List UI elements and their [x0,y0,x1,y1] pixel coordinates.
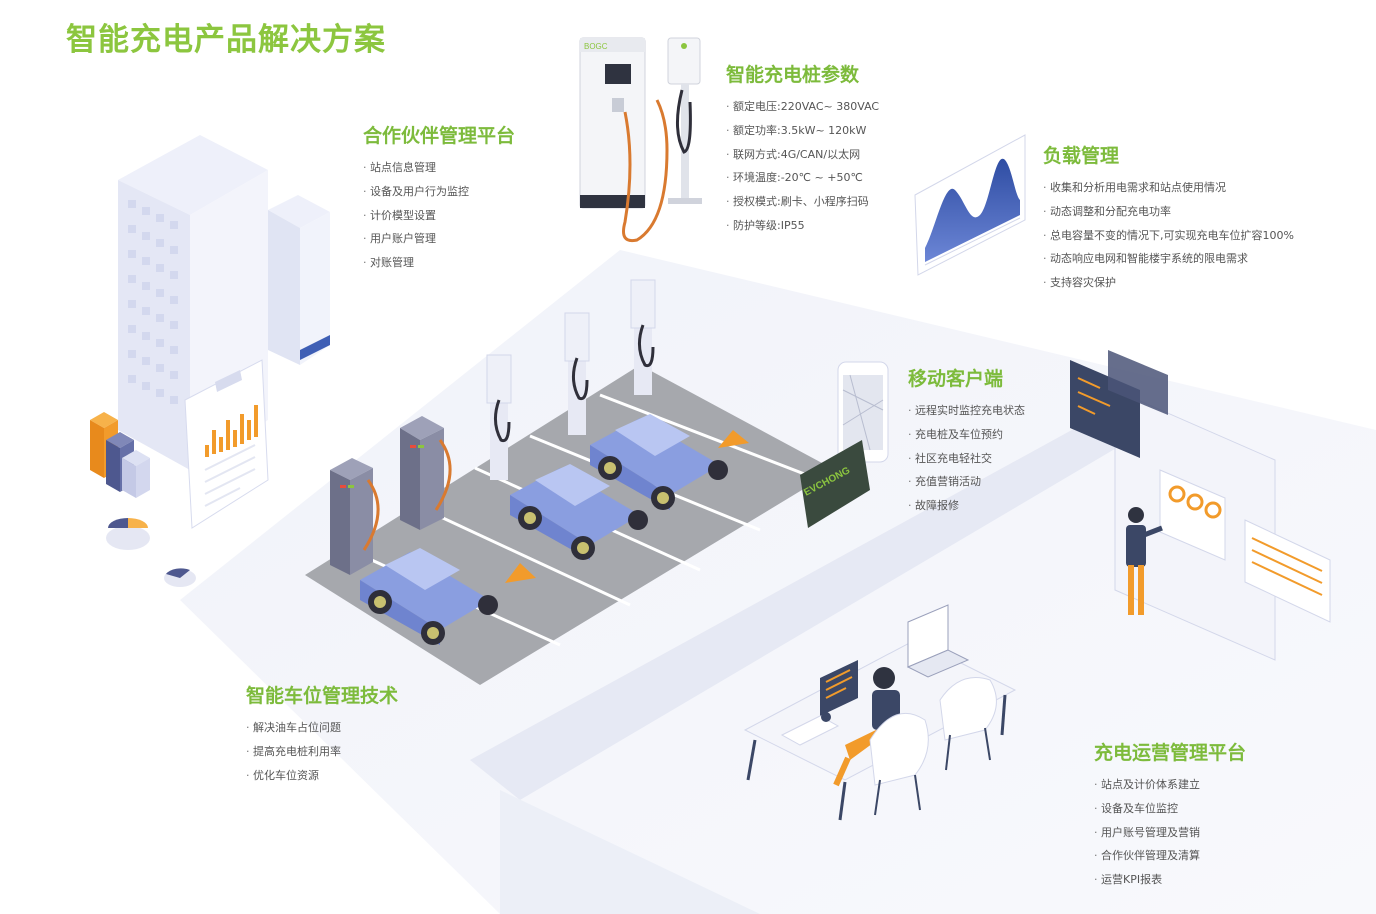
list-item: 故障报修 [908,494,1025,518]
dashboard-screen-icon [1070,350,1331,661]
list-item: 设备及用户行为监控 [363,180,515,204]
electric-car-icons [360,414,728,645]
list-item: 社区充电轻社交 [908,447,1025,471]
list-item: 优化车位资源 [246,764,398,788]
list-item: 收集和分析用电需求和站点使用情况 [1043,176,1294,200]
load-curve-chart-icon [914,134,1026,276]
list-item: 防护等级:IP55 [726,214,879,238]
list-item: 站点信息管理 [363,156,515,180]
road-edge [500,790,760,914]
operation-platform-section: 充电运营管理平台 站点及计价体系建立 设备及车位监控 用户账号管理及营销 合作伙… [1094,738,1246,892]
list-item: 额定功率:3.5kW~ 120kW [726,119,879,143]
partner-platform-list: 站点信息管理 设备及用户行为监控 计价模型设置 用户账户管理 对账管理 [363,156,515,275]
pie-chart-icon [106,518,196,587]
charger-params-list: 额定电压:220VAC~ 380VAC 额定功率:3.5kW~ 120kW 联网… [726,95,879,238]
partner-platform-section: 合作伙伴管理平台 站点信息管理 设备及用户行为监控 计价模型设置 用户账户管理 … [363,121,515,275]
list-item: 远程实时监控充电状态 [908,399,1025,423]
list-item: 解决油车占位问题 [246,716,398,740]
chair-icons [869,677,997,816]
mobile-client-section: 移动客户端 远程实时监控充电状态 充电桩及车位预约 社区充电轻社交 充值营销活动… [908,364,1025,518]
list-item: 设备及车位监控 [1094,797,1246,821]
list-item: 用户账户管理 [363,227,515,251]
parking-lock-icons [505,430,749,583]
mobile-client-heading: 移动客户端 [908,368,1004,390]
rfid-card-icon: EVCHONG [800,440,870,528]
list-item: 运营KPI报表 [1094,868,1246,892]
charger-params-heading: 智能充电桩参数 [726,64,860,86]
page-title: 智能充电产品解决方案 [66,22,386,58]
wall-charger-icons [486,279,656,480]
load-management-heading: 负载管理 [1043,145,1120,167]
list-item: 联网方式:4G/CAN/以太网 [726,143,879,167]
presenter-person-icon [1126,507,1163,615]
list-item: 用户账号管理及营销 [1094,821,1246,845]
list-item: 总电容量不变的情况下,可实现充电车位扩容100% [1043,224,1294,248]
list-item: 充值营销活动 [908,470,1025,494]
svg-text:BOGC: BOGC [584,42,608,51]
load-management-list: 收集和分析用电需求和站点使用情况 动态调整和分配充电功率 总电容量不变的情况下,… [1043,176,1294,295]
list-item: 支持容灾保护 [1043,271,1294,295]
list-item: 充电桩及车位预约 [908,423,1025,447]
parking-tech-list: 解决油车占位问题 提高充电桩利用率 优化车位资源 [246,716,398,787]
partner-platform-heading: 合作伙伴管理平台 [363,125,516,147]
list-item: 站点及计价体系建立 [1094,773,1246,797]
charger-params-section: 智能充电桩参数 额定电压:220VAC~ 380VAC 额定功率:3.5kW~ … [726,60,879,238]
list-item: 动态响应电网和智能楼宇系统的限电需求 [1043,247,1294,271]
list-item: 计价模型设置 [363,204,515,228]
mobile-phone-icon [837,361,889,463]
list-item: 提高充电桩利用率 [246,740,398,764]
load-management-section: 负载管理 收集和分析用电需求和站点使用情况 动态调整和分配充电功率 总电容量不变… [1043,141,1294,295]
list-item: 对账管理 [363,251,515,275]
list-item: 合作伙伴管理及清算 [1094,844,1246,868]
charger-brand-label: BOGC [584,42,608,51]
mobile-client-list: 远程实时监控充电状态 充电桩及车位预约 社区充电轻社交 充值营销活动 故障报修 [908,399,1025,518]
bar-blocks-icon [90,412,150,498]
operation-platform-list: 站点及计价体系建立 设备及车位监控 用户账号管理及营销 合作伙伴管理及清算 运营… [1094,773,1246,892]
list-item: 动态调整和分配充电功率 [1043,200,1294,224]
list-item: 额定电压:220VAC~ 380VAC [726,95,879,119]
list-item: 授权模式:刷卡、小程序扫码 [726,190,879,214]
dc-charger-icon: BOGC [579,37,669,243]
ac-charger-icon [667,37,702,204]
operation-platform-heading: 充电运营管理平台 [1094,742,1247,764]
report-clipboard-icon [184,359,269,529]
list-item: 环境温度:-20℃ ~ +50℃ [726,166,879,190]
parking-tech-section: 智能车位管理技术 解决油车占位问题 提高充电桩利用率 优化车位资源 [246,681,398,787]
office-building-icon [118,135,330,470]
floor-charger-icons [330,416,452,575]
parking-tech-heading: 智能车位管理技术 [246,685,399,707]
